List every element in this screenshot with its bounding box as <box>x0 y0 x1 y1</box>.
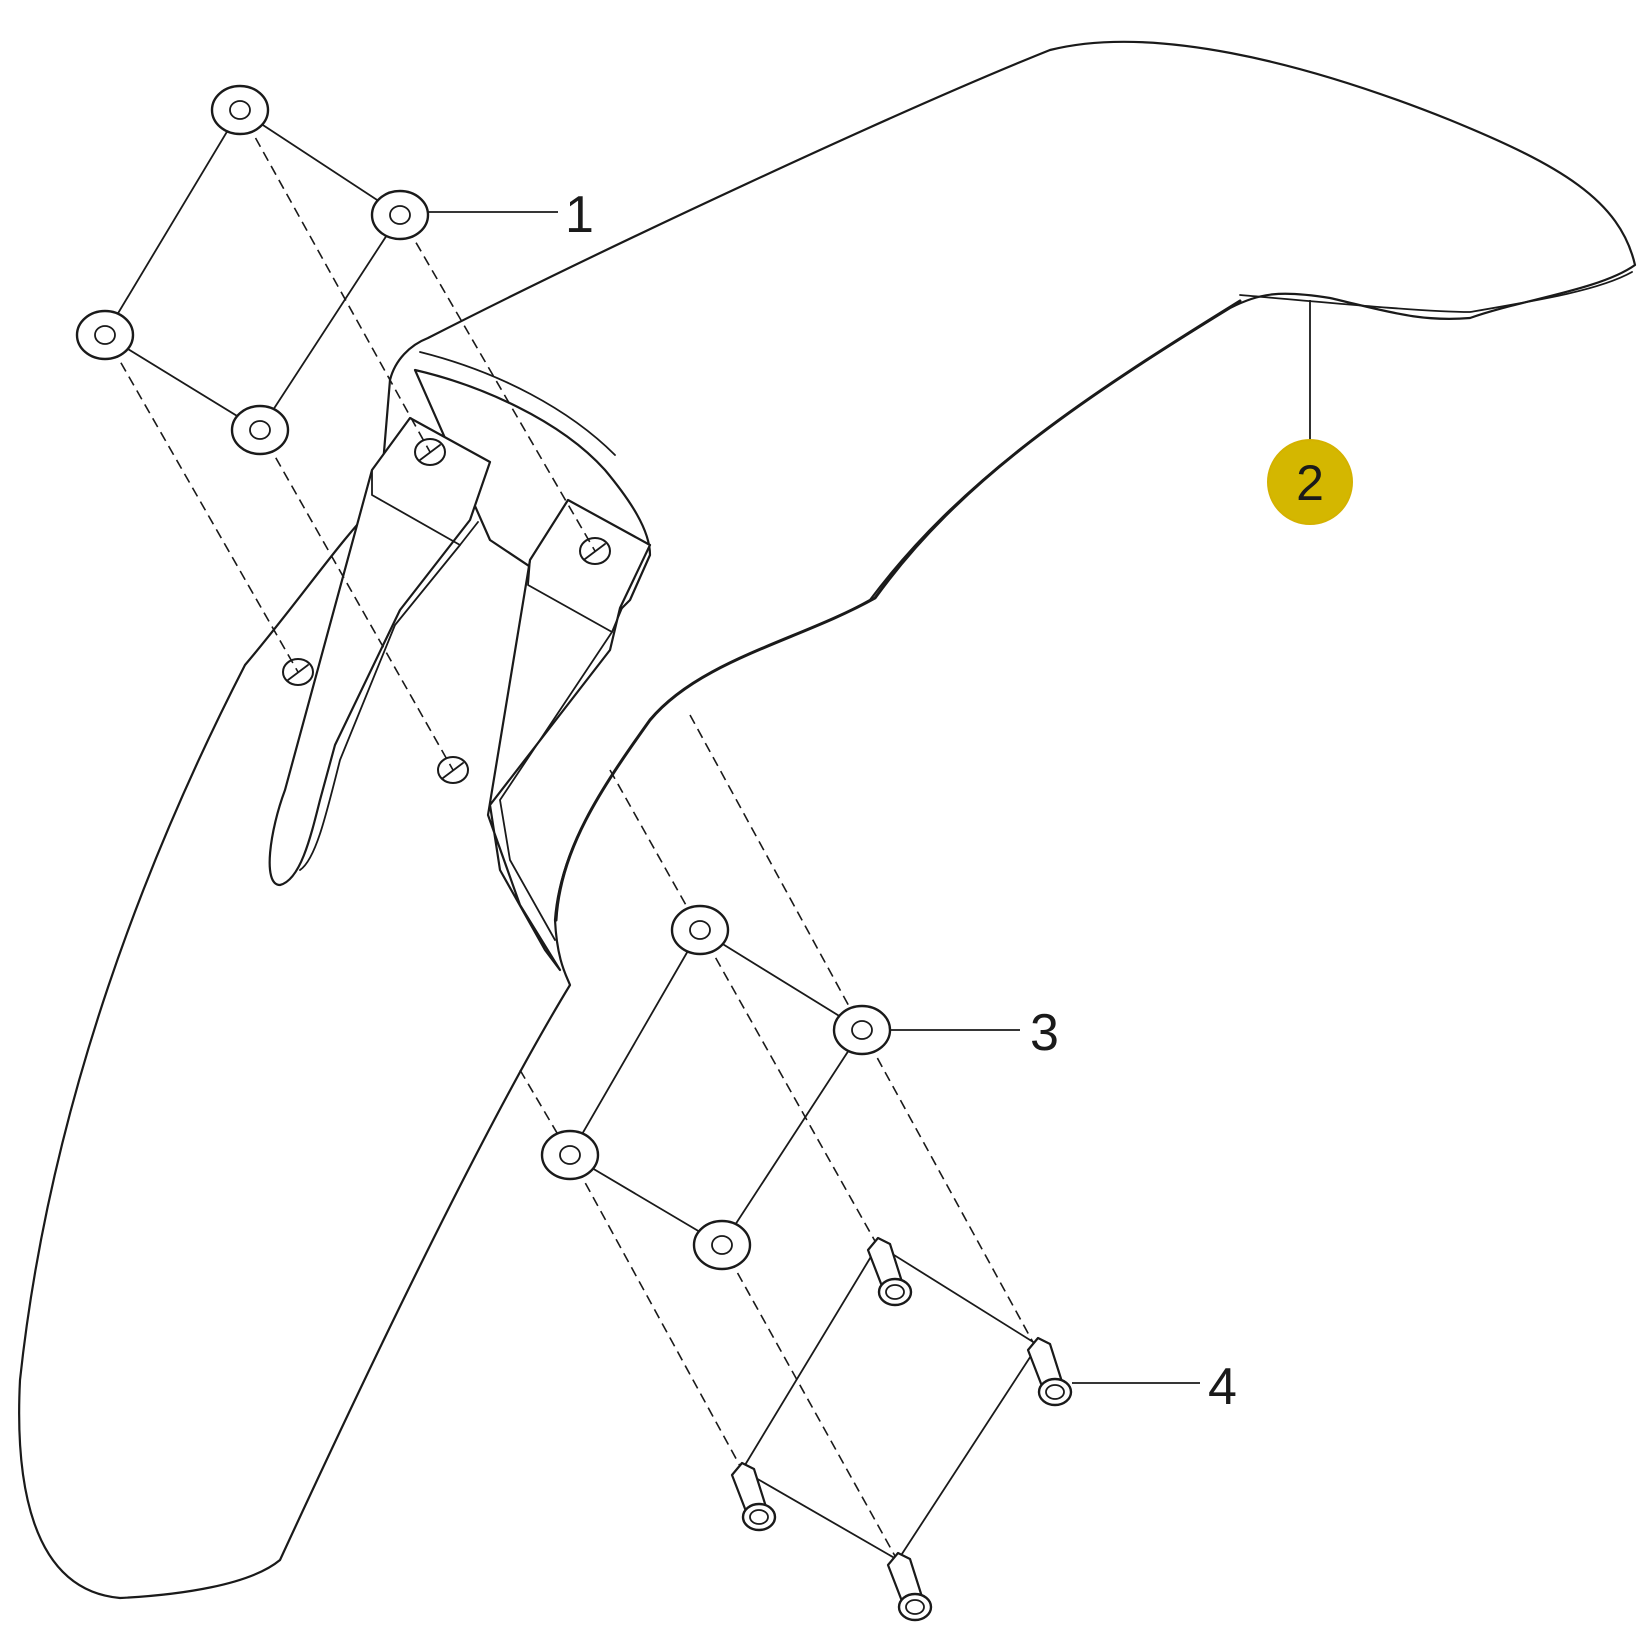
fender-edge-highlight <box>554 299 1242 922</box>
bracket-front-flange <box>419 351 616 456</box>
screw-4 <box>886 1551 933 1622</box>
bracket-left-arm <box>268 416 492 887</box>
fender-edge-lip <box>1239 271 1633 313</box>
callout-2: 2 <box>1267 300 1353 525</box>
screw-1 <box>866 1236 913 1307</box>
fender-outline <box>18 40 1637 1600</box>
bracket-right-arm <box>486 498 652 972</box>
washer-upper-1 <box>210 84 270 136</box>
bracket-left-bend <box>371 469 479 546</box>
washer-lower-3 <box>540 1129 600 1181</box>
screw-set <box>730 1236 1073 1622</box>
label-3: 3 <box>1030 1004 1059 1062</box>
screw-3 <box>730 1461 777 1532</box>
callout-4: 4 <box>1072 1358 1237 1416</box>
label-2: 2 <box>1296 455 1324 511</box>
screw-2 <box>1026 1336 1073 1407</box>
washer-lower-2 <box>832 1004 892 1056</box>
mounting-bracket <box>268 351 652 972</box>
label-4: 4 <box>1208 1358 1237 1416</box>
callout-2-circle <box>1267 439 1353 525</box>
callout-1: 1 <box>428 186 594 244</box>
washer-lower-4 <box>692 1219 752 1271</box>
callout-3: 3 <box>890 1004 1059 1062</box>
label-1: 1 <box>565 186 594 244</box>
bracket-right-inner <box>499 631 613 941</box>
washer-upper-2 <box>370 189 430 241</box>
upper-washer-set <box>75 84 596 771</box>
bracket-left-inner <box>299 544 461 871</box>
front-fender <box>18 40 1637 1600</box>
washer-lower-1 <box>670 904 730 956</box>
bracket-right-bend <box>527 559 623 633</box>
washer-upper-3 <box>75 309 135 361</box>
lower-washer-set <box>519 714 1041 1566</box>
washer-upper-4 <box>230 404 290 456</box>
